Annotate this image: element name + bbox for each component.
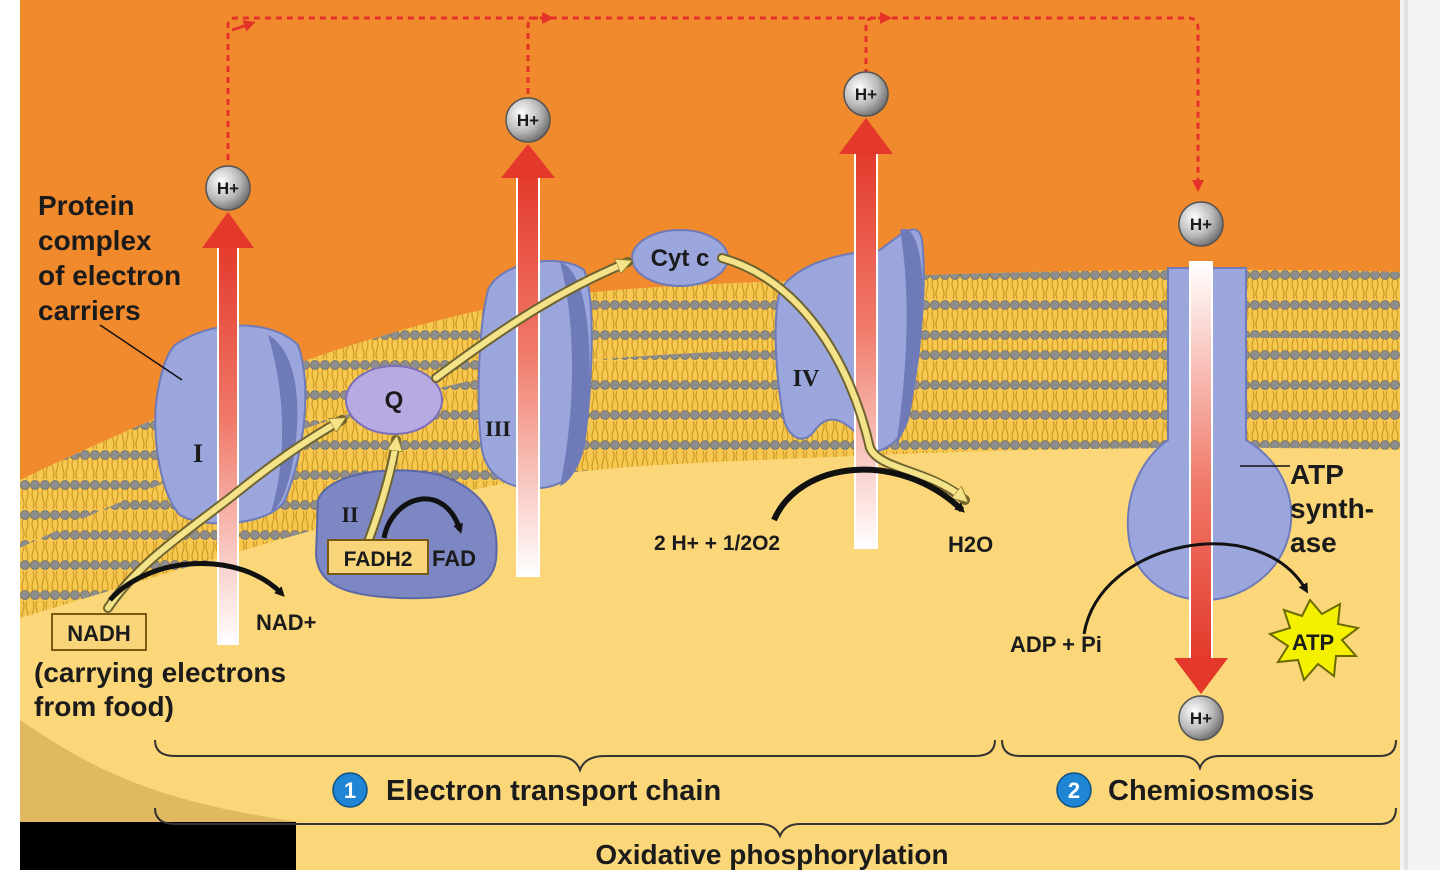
complex-2 [314, 469, 498, 600]
complex-3-shade [560, 262, 590, 486]
nad-plus-label: NAD+ [256, 610, 317, 635]
proton-ball-3: H+ [505, 97, 551, 143]
oxidative-phosphorylation-label: Oxidative phosphorylation [595, 839, 948, 870]
oxidative-phosphorylation-brace [154, 807, 1397, 839]
chemiosmosis-brace [1001, 739, 1397, 772]
step-2-badge [1056, 772, 1092, 808]
proton-channel-atp [1189, 261, 1213, 665]
complex-4-label: IV [793, 366, 820, 392]
complex-4-shade [896, 228, 924, 446]
protein-complex-label: Protein complex of electron carriers [38, 190, 189, 326]
proton-return-arrow-1 [231, 20, 256, 32]
fadh2-box [327, 539, 429, 575]
nadh-to-nad-arrow [108, 561, 285, 602]
proton-label: H+ [1190, 709, 1212, 728]
electron-path-nadh-fill [105, 421, 340, 611]
electron-path-q-to-cyt-fill [433, 263, 626, 381]
atp-starburst [1267, 598, 1361, 683]
atp-label: ATP [1292, 630, 1334, 655]
complex-2-label: II [341, 502, 358, 527]
atp-synthase-line-1: ATP [1290, 459, 1343, 490]
protein-complex-line-3: of electron [38, 260, 181, 291]
step-1-number: 1 [344, 778, 356, 803]
proton-label: H+ [855, 85, 877, 104]
proton-arrowhead-atp [1174, 658, 1228, 694]
electron-path-cyt-to-o2-fill [719, 255, 963, 498]
fad-label: FAD [432, 546, 476, 571]
nadh-note-line-2: from food) [34, 691, 174, 722]
atp-synthase-line-2: synth- [1290, 493, 1374, 524]
proton-channel-4 [854, 145, 878, 549]
proton-ball-atp-top: H+ [1178, 201, 1224, 247]
proton-label: H+ [217, 179, 239, 198]
etc-brace [154, 739, 996, 773]
membrane-bottom-leaflet [20, 337, 1400, 618]
step-1-label: Electron transport chain [386, 775, 721, 807]
protein-complex-pointer [99, 324, 183, 381]
oxygen-to-water-arrow [771, 466, 965, 522]
step-2-label: Chemiosmosis [1108, 775, 1314, 807]
right-scroll-edge-line [1404, 0, 1408, 870]
cyt-c-label: Cyt c [651, 245, 710, 272]
proton-channel-3 [516, 169, 540, 577]
proton-label: H+ [517, 111, 539, 130]
proton-channel-1 [217, 239, 239, 645]
electron-path-fadh2-fill [365, 442, 396, 545]
adp-to-atp-arrow [1082, 542, 1308, 635]
atp-synthase-label: ATP synth- ase [1290, 459, 1382, 558]
proton-arrowhead-3 [501, 144, 555, 178]
nadh-label: NADH [67, 621, 131, 646]
protein-complex-line-2: complex [38, 225, 152, 256]
proton-arrowhead-4 [839, 118, 893, 154]
nadh-box [51, 613, 147, 651]
bottom-black-bar [20, 822, 296, 870]
step-1-badge [332, 772, 368, 808]
fadh2-to-fad-arrow [381, 496, 463, 539]
proton-label: H+ [1190, 215, 1212, 234]
proton-ball-atp-bottom: H+ [1178, 695, 1224, 741]
membrane-top-leaflet [20, 269, 1400, 548]
proton-ball-4: H+ [843, 71, 889, 117]
proton-ball-1: H+ [205, 165, 251, 211]
matrix-shadow [20, 720, 300, 822]
step-2-number: 2 [1068, 778, 1080, 803]
atp-synthase-line-3: ase [1290, 527, 1337, 558]
protein-complex-line-1: Protein [38, 190, 134, 221]
proton-return-arrow-3 [864, 12, 892, 75]
proton-return-arrow-2 [526, 12, 554, 105]
adp-pi-label: ADP + Pi [1010, 632, 1102, 657]
nadh-note: (carrying electrons from food) [34, 657, 294, 722]
proton-return-path [226, 16, 1204, 192]
q-label: Q [385, 387, 404, 414]
oxygen-reaction-label: 2 H+ + 1/2O2 [654, 532, 780, 555]
nadh-note-line-1: (carrying electrons [34, 657, 286, 688]
fadh2-label: FADH2 [344, 548, 413, 571]
complex-3-label: III [485, 416, 511, 441]
complex-1-shade [268, 335, 298, 515]
complex-1-label: I [193, 439, 203, 468]
protein-complex-line-4: carriers [38, 295, 141, 326]
water-label: H2O [948, 532, 993, 557]
proton-arrowhead-1 [202, 212, 254, 248]
